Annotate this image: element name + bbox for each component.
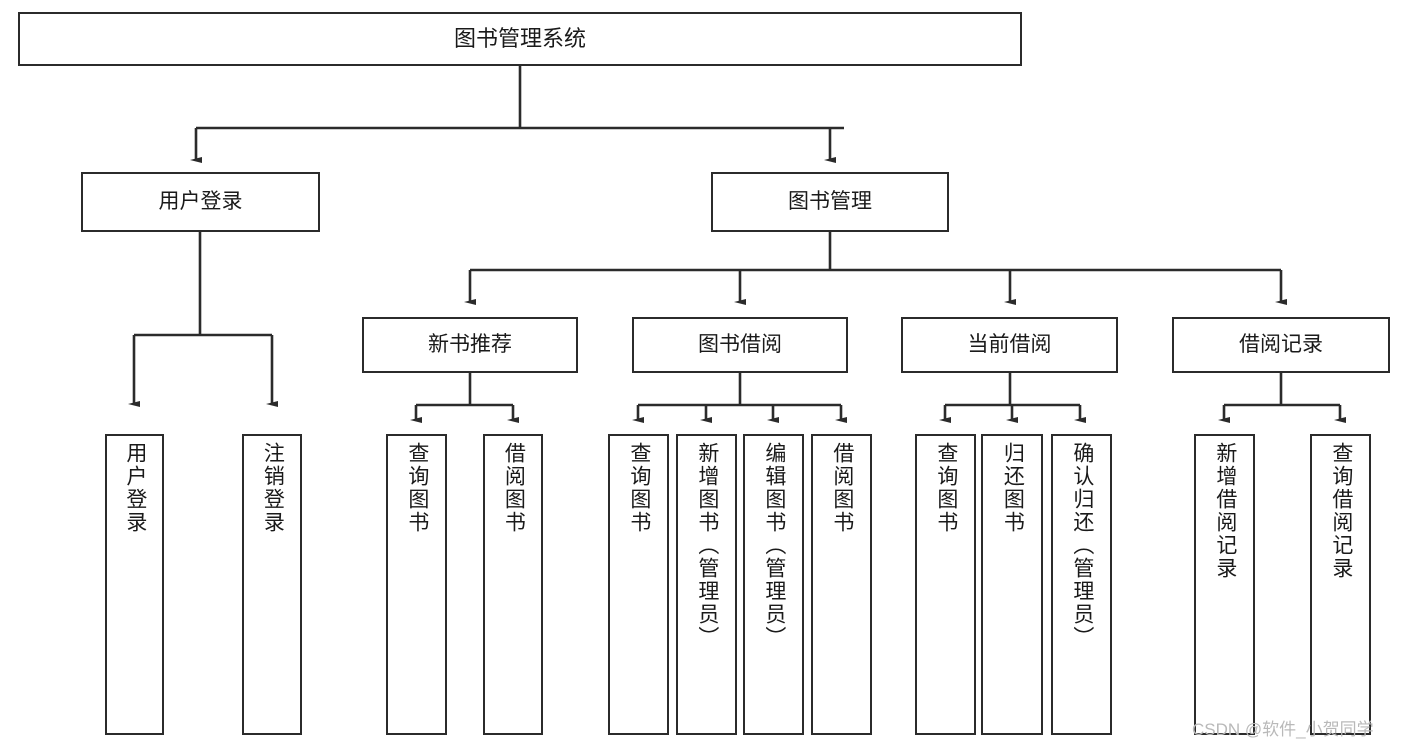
node-label: 归还图书 xyxy=(1001,442,1025,534)
leaf-current-borrow-confirm-return-admin[interactable]: 确认归还（管理员） xyxy=(1051,434,1112,735)
node-current-borrow[interactable]: 当前借阅 xyxy=(901,317,1118,373)
leaf-book-borrow-borrow-book[interactable]: 借阅图书 xyxy=(811,434,872,735)
leaf-book-borrow-query-book[interactable]: 查询图书 xyxy=(608,434,669,735)
leaf-borrow-record-add-record[interactable]: 新增借阅记录 xyxy=(1194,434,1255,735)
node-root-library-system[interactable]: 图书管理系统 xyxy=(18,12,1022,66)
leaf-current-borrow-query-book[interactable]: 查询图书 xyxy=(915,434,976,735)
node-label: 查询图书 xyxy=(934,442,958,534)
node-label: 借阅图书 xyxy=(830,442,854,534)
node-label: 当前借阅 xyxy=(967,332,1052,356)
node-label: 确认归还（管理员） xyxy=(1070,442,1094,649)
leaf-user-login-sign-out[interactable]: 注销登录 xyxy=(242,434,302,735)
leaf-current-borrow-return-book[interactable]: 归还图书 xyxy=(981,434,1043,735)
node-user-login[interactable]: 用户登录 xyxy=(81,172,320,232)
node-borrow-record[interactable]: 借阅记录 xyxy=(1172,317,1390,373)
node-label: 新增图书（管理员） xyxy=(695,442,719,649)
leaf-book-borrow-add-book-admin[interactable]: 新增图书（管理员） xyxy=(676,434,737,735)
leaf-borrow-record-query-record[interactable]: 查询借阅记录 xyxy=(1310,434,1371,735)
node-label: 图书管理系统 xyxy=(453,26,586,52)
node-label: 查询图书 xyxy=(627,442,651,534)
node-label: 查询图书 xyxy=(405,442,429,534)
node-label: 注销登录 xyxy=(261,442,285,534)
node-label: 用户登录 xyxy=(123,442,147,534)
node-label: 查询借阅记录 xyxy=(1329,442,1353,580)
node-label: 借阅记录 xyxy=(1239,332,1323,356)
node-book-management[interactable]: 图书管理 xyxy=(711,172,949,232)
node-new-book-recommend[interactable]: 新书推荐 xyxy=(362,317,578,373)
node-label: 用户登录 xyxy=(158,189,243,213)
node-label: 新增借阅记录 xyxy=(1213,442,1237,580)
node-label: 编辑图书（管理员） xyxy=(762,442,786,649)
leaf-new-book-query-book[interactable]: 查询图书 xyxy=(386,434,447,735)
node-label: 借阅图书 xyxy=(502,442,526,534)
leaf-book-borrow-edit-book-admin[interactable]: 编辑图书（管理员） xyxy=(743,434,804,735)
node-label: 新书推荐 xyxy=(428,332,512,356)
node-label: 图书借阅 xyxy=(698,332,782,356)
leaf-user-login-sign-in[interactable]: 用户登录 xyxy=(105,434,164,735)
leaf-new-book-borrow-book[interactable]: 借阅图书 xyxy=(483,434,543,735)
node-label: 图书管理 xyxy=(788,189,872,213)
node-book-borrow[interactable]: 图书借阅 xyxy=(632,317,848,373)
